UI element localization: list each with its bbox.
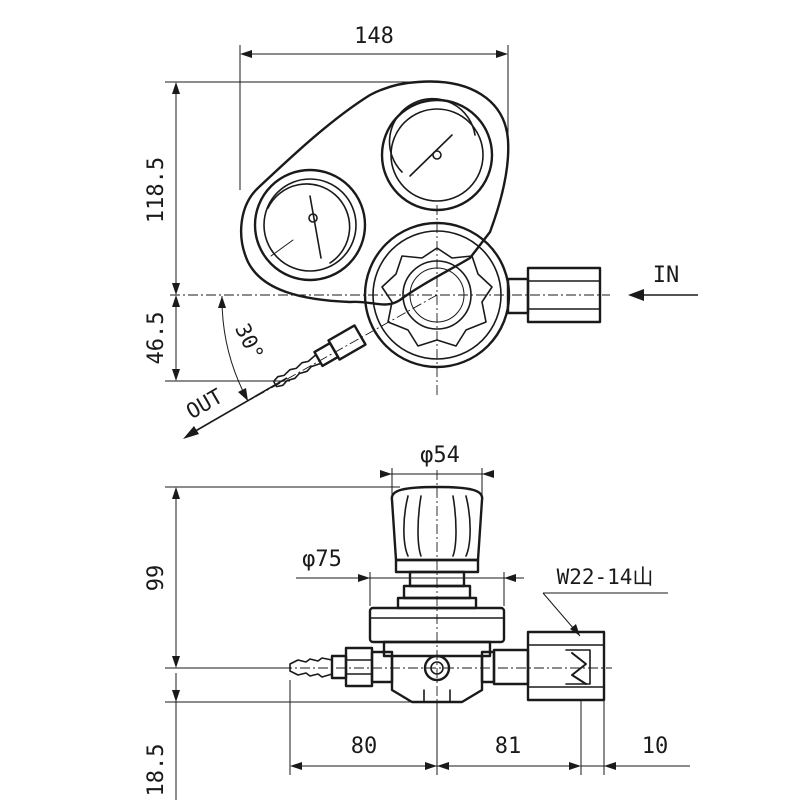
dim-81-label: 81 [495, 734, 522, 759]
top-view: 148 118.5 46.5 30° IN [144, 24, 698, 439]
dim-80-label: 80 [351, 734, 378, 759]
inlet-fitting-front [480, 630, 606, 702]
gauge-plate-outline [239, 80, 510, 306]
outlet-fitting-front [289, 646, 394, 688]
thread-spec-label: W22-14山 [557, 565, 654, 589]
knob-diameter-label: φ54 [420, 443, 460, 468]
outlet-arrow: OUT [182, 377, 288, 439]
height-99-label: 99 [144, 565, 169, 592]
dimension-width-148: 148 [239, 24, 509, 190]
angle-label: 30° [230, 320, 268, 365]
outlet-label: OUT [182, 384, 227, 424]
dimension-height-46-5: 46.5 [144, 295, 290, 382]
height-upper-label: 118.5 [144, 157, 169, 223]
height-lower-18-5-label: 18.5 [144, 744, 169, 797]
dimension-height-118-5: 118.5 [144, 81, 418, 295]
dim-10-label: 10 [642, 734, 669, 759]
right-pressure-gauge [380, 97, 494, 212]
dimension-height-99: 99 [144, 486, 400, 669]
left-pressure-gauge [253, 168, 367, 282]
inlet-label: IN [653, 263, 680, 288]
dimension-height-18-5: 18.5 [144, 673, 412, 800]
body-diameter-label: φ75 [302, 547, 342, 572]
outlet-fitting-top [272, 324, 367, 388]
height-lower-label: 46.5 [144, 312, 169, 365]
dimension-horizontal: 80 81 10 [289, 680, 690, 775]
inlet-arrow: IN [628, 263, 698, 301]
dimension-knob-diameter: φ54 [380, 443, 494, 495]
width-label: 148 [354, 24, 394, 49]
thread-spec-callout: W22-14山 [542, 565, 668, 637]
inlet-connection-top [506, 266, 602, 324]
front-view: φ54 φ75 W22-14山 99 [144, 443, 690, 800]
angle-dimension: 30° [218, 295, 268, 402]
dimension-body-diameter: φ75 [296, 547, 524, 606]
